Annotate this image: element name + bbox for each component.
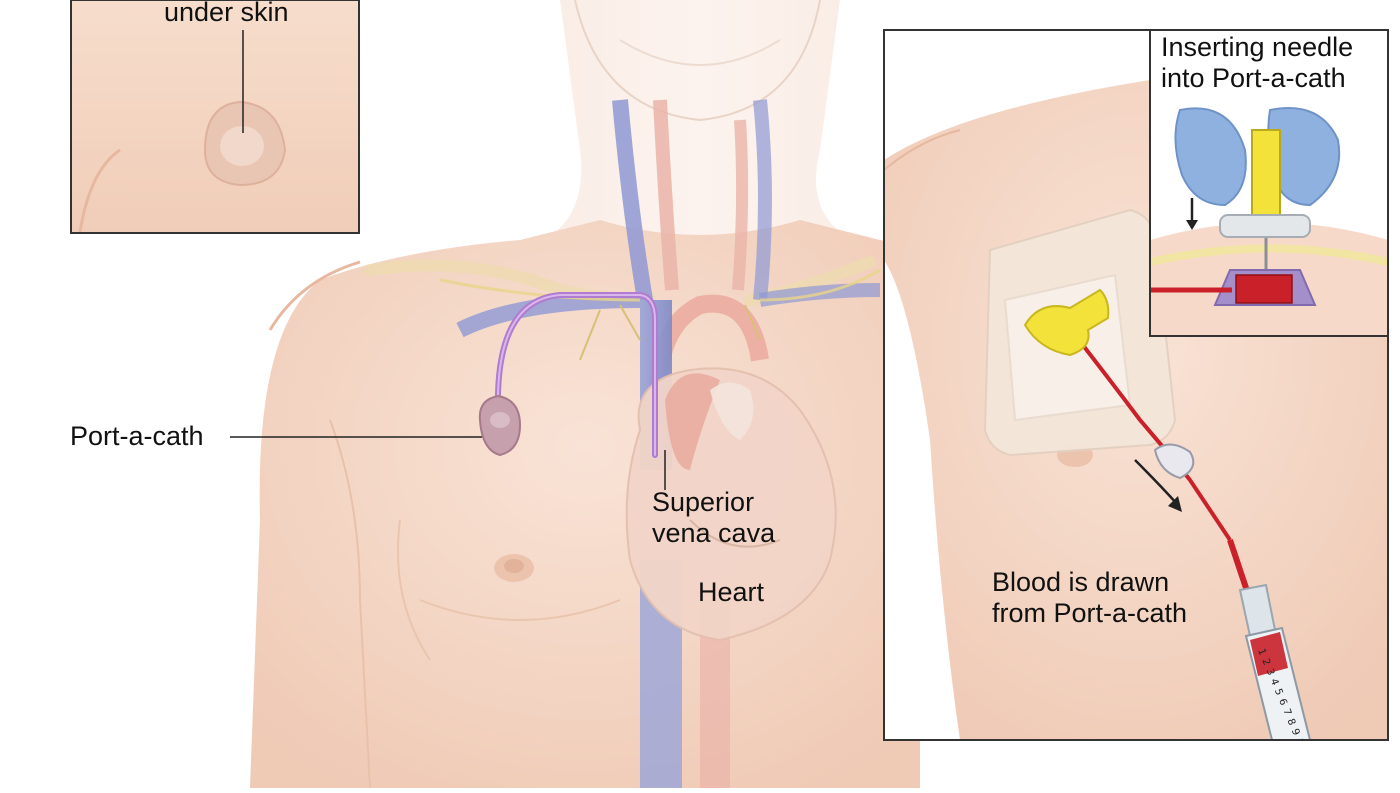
syringe-tick-label: 4 bbox=[1268, 677, 1281, 687]
syringe bbox=[1227, 539, 1312, 740]
catheter bbox=[495, 292, 658, 458]
label-heart: Heart bbox=[698, 577, 765, 607]
syringe-tick-label: 6 bbox=[1276, 697, 1289, 707]
needle-hub bbox=[1251, 129, 1281, 221]
torso bbox=[250, 0, 920, 789]
label-superior-vena-cava: Superior vena cava bbox=[652, 487, 776, 548]
syringe-tick-label: 7 bbox=[1280, 707, 1293, 717]
inset-inserting-needle bbox=[1149, 29, 1389, 337]
heart bbox=[625, 367, 837, 642]
inset-under-skin bbox=[70, 0, 360, 234]
syringe-tick-label: 2 bbox=[1259, 657, 1272, 667]
label-under-skin: under skin bbox=[164, 0, 289, 27]
port-device bbox=[478, 394, 522, 457]
syringe-tick-label: 10ml bbox=[1293, 737, 1312, 764]
glove-left bbox=[1174, 107, 1247, 207]
tube-clamp bbox=[1153, 443, 1195, 480]
label-port-a-cath: Port-a-cath bbox=[70, 421, 204, 451]
syringe-tick-label: 8 bbox=[1285, 717, 1298, 727]
label-blood-drawn: Blood is drawn from Port-a-cath bbox=[992, 567, 1188, 628]
label-inserting-needle: Inserting needle into Port-a-cath bbox=[1161, 32, 1354, 93]
syringe-tick-label: 5 bbox=[1272, 687, 1285, 697]
syringe-tick-label: 9 bbox=[1289, 727, 1302, 737]
syringe-tick-label: 3 bbox=[1264, 667, 1277, 677]
syringe-tick-label: 1 bbox=[1255, 647, 1268, 657]
butterfly-needle bbox=[1023, 288, 1110, 357]
